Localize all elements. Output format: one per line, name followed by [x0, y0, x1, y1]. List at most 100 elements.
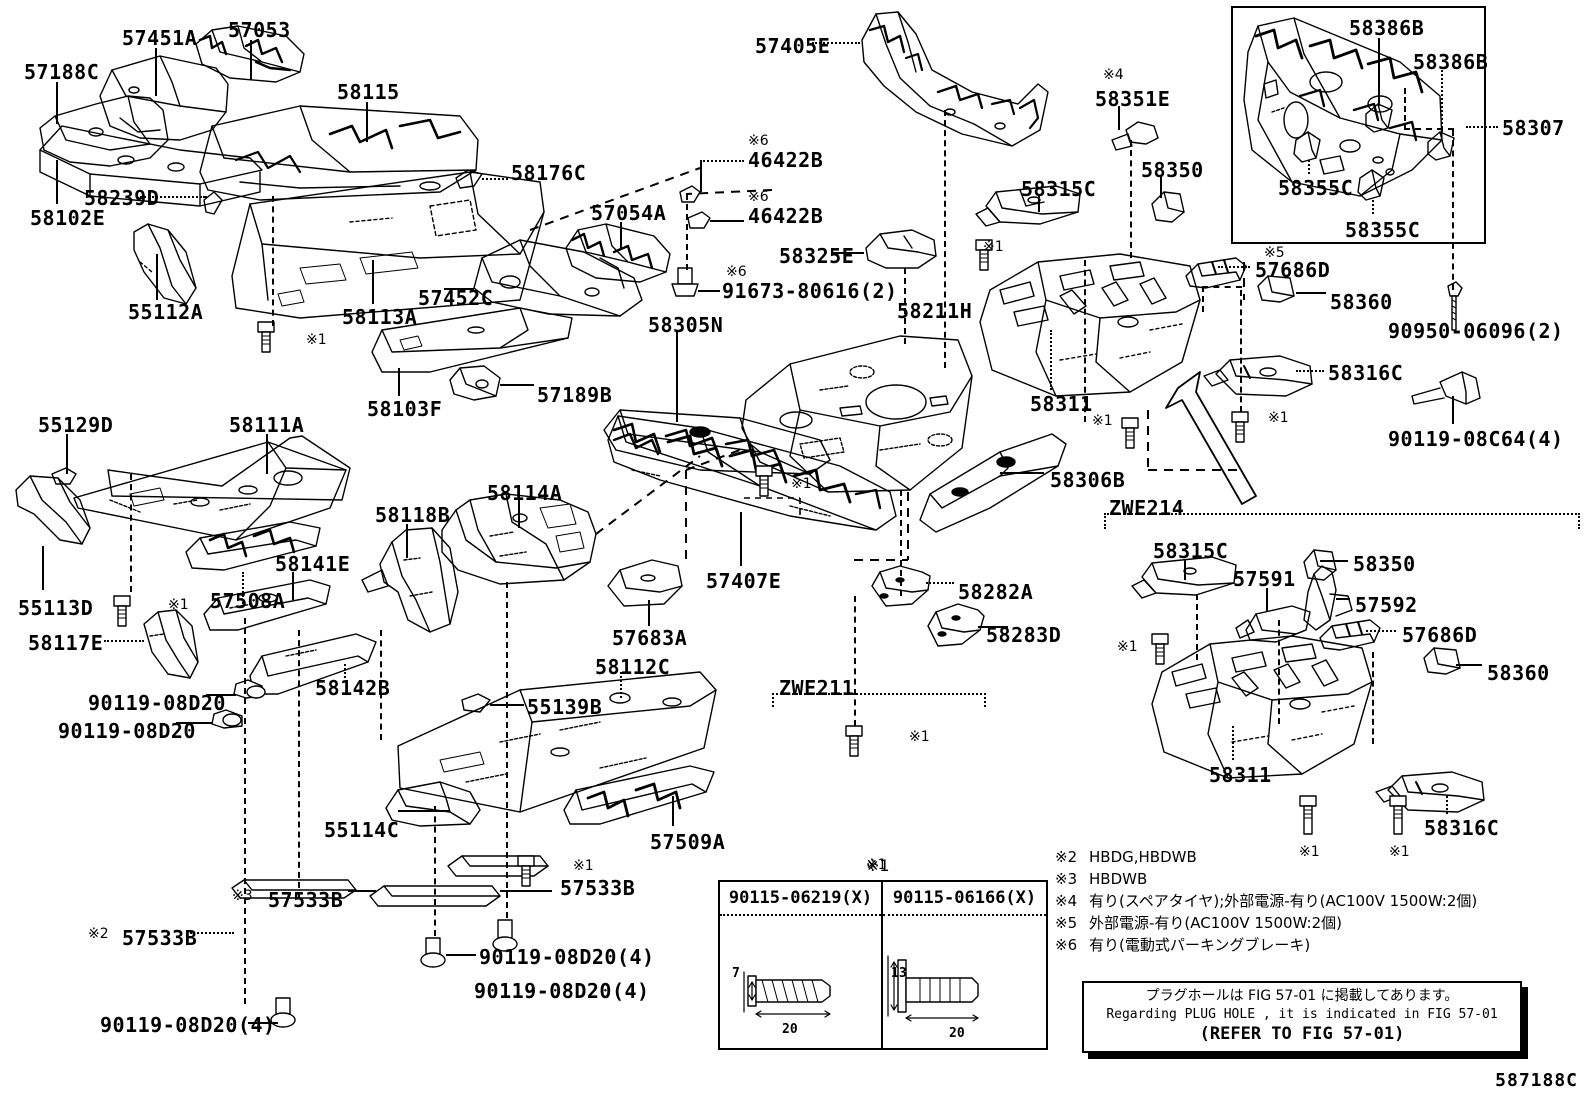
- part-callout-57188c[interactable]: 57188C: [24, 60, 100, 84]
- part-callout-58239d[interactable]: 58239D: [84, 186, 160, 210]
- part-callout-57683a[interactable]: 57683A: [612, 626, 688, 650]
- leader: [1378, 38, 1380, 106]
- note-reference-mark: ※6: [726, 264, 747, 280]
- refbox-line-en: Regarding PLUG HOLE , it is indicated in…: [1106, 1007, 1498, 1022]
- bolt-91673-80616: [672, 268, 698, 296]
- part-callout-57533b[interactable]: 57533B: [560, 876, 636, 900]
- part-callout-58305n[interactable]: 58305N: [648, 313, 724, 337]
- leader: [812, 42, 860, 44]
- leader: [406, 524, 408, 558]
- part-callout-91673-80616-2-[interactable]: 91673-80616(2): [722, 279, 898, 303]
- part-callout-57407e[interactable]: 57407E: [706, 569, 782, 593]
- part-callout-58114a[interactable]: 58114A: [487, 481, 563, 505]
- part-callout-58306b[interactable]: 58306B: [1050, 468, 1126, 492]
- part-callout-58315c[interactable]: 58315C: [1153, 539, 1229, 563]
- part-callout-58283d[interactable]: 58283D: [986, 623, 1062, 647]
- part-callout-57508a[interactable]: 57508A: [210, 589, 286, 613]
- assembly-line: [1372, 652, 1374, 744]
- leader: [366, 102, 368, 142]
- part-callout-58316c[interactable]: 58316C: [1328, 361, 1404, 385]
- part-callout-58351e[interactable]: 58351E: [1095, 87, 1171, 111]
- note-reference-mark: ※1: [1117, 639, 1138, 655]
- part-callout-57405e[interactable]: 57405E: [755, 34, 831, 58]
- part-callout-57686d[interactable]: 57686D: [1255, 258, 1331, 282]
- part-callout-58325e[interactable]: 58325E: [779, 244, 855, 268]
- part-callout-58350[interactable]: 58350: [1141, 158, 1204, 182]
- part-callout-58386b[interactable]: 58386B: [1413, 50, 1489, 74]
- part-57405e: [862, 12, 1048, 146]
- part-callout-57189b[interactable]: 57189B: [537, 383, 613, 407]
- part-callout-90119-08d20[interactable]: 90119-08D20: [58, 719, 196, 743]
- assembly-line: [944, 110, 946, 368]
- part-callout-46422b[interactable]: 46422B: [748, 204, 824, 228]
- part-callout-55112a[interactable]: 55112A: [128, 300, 204, 324]
- part-callout-46422b[interactable]: 46422B: [748, 148, 824, 172]
- part-callout-57591[interactable]: 57591: [1233, 567, 1296, 591]
- part-46422b-2: [688, 212, 710, 228]
- part-callout-58142b[interactable]: 58142B: [315, 676, 391, 700]
- part-callout-58141e[interactable]: 58141E: [275, 552, 351, 576]
- part-callout-58360[interactable]: 58360: [1487, 661, 1550, 685]
- note-reference-mark: ※6: [748, 133, 769, 149]
- part-callout-58282a[interactable]: 58282A: [958, 580, 1034, 604]
- part-callout-57452c[interactable]: 57452C: [418, 286, 494, 310]
- note-reference-mark: ※1: [1299, 844, 1320, 860]
- part-callout-58211h[interactable]: 58211H: [897, 299, 973, 323]
- assembly-line: [900, 490, 902, 596]
- note-mark: ※6: [1055, 936, 1078, 954]
- part-callout-55129d[interactable]: 55129D: [38, 413, 114, 437]
- part-callout-57054a[interactable]: 57054A: [591, 201, 667, 225]
- part-callout-90950-06096-2-[interactable]: 90950-06096(2): [1388, 319, 1564, 343]
- part-callout-zwe214[interactable]: ZWE214: [1109, 496, 1185, 520]
- part-callout-58315c[interactable]: 58315C: [1021, 177, 1097, 201]
- assembly-line: [1130, 140, 1132, 258]
- part-callout-58115[interactable]: 58115: [337, 80, 400, 104]
- bolt-spec-screw-right: [898, 960, 978, 1012]
- assembly-line: [686, 194, 688, 270]
- part-callout-58350[interactable]: 58350: [1353, 552, 1416, 576]
- part-callout-57533b[interactable]: 57533B: [268, 888, 344, 912]
- part-callout-57592[interactable]: 57592: [1355, 593, 1418, 617]
- note-mark: ※2: [1055, 848, 1078, 866]
- part-callout-58386b[interactable]: 58386B: [1349, 16, 1425, 40]
- part-callout-58102e[interactable]: 58102E: [30, 206, 106, 230]
- part-callout-58355c[interactable]: 58355C: [1278, 176, 1354, 200]
- part-callout-zwe211[interactable]: ZWE211: [779, 676, 855, 700]
- bolt-glyph: [976, 240, 992, 270]
- part-callout-58307[interactable]: 58307: [1502, 116, 1565, 140]
- part-callout-57686d[interactable]: 57686D: [1402, 623, 1478, 647]
- part-callout-58117e[interactable]: 58117E: [28, 631, 104, 655]
- part-callout-90119-08c64-4-[interactable]: 90119-08C64(4): [1388, 427, 1564, 451]
- note-reference-mark: ※1: [168, 597, 189, 613]
- assembly-line: [1196, 594, 1198, 660]
- part-callout-58360[interactable]: 58360: [1330, 290, 1393, 314]
- assembly-line: [1452, 130, 1454, 290]
- part-callout-58118b[interactable]: 58118B: [375, 503, 451, 527]
- part-callout-55139b[interactable]: 55139B: [527, 695, 603, 719]
- part-callout-90119-08d20-4-[interactable]: 90119-08D20(4): [100, 1013, 276, 1037]
- part-callout-58111a[interactable]: 58111A: [229, 413, 305, 437]
- part-callout-57533b[interactable]: 57533B: [122, 926, 198, 950]
- part-58118b: [362, 528, 458, 632]
- part-callout-58311[interactable]: 58311: [1030, 392, 1093, 416]
- part-callout-58103f[interactable]: 58103F: [367, 397, 443, 421]
- leader: [1366, 630, 1396, 632]
- part-callout-58176c[interactable]: 58176C: [511, 161, 587, 185]
- part-callout-55114c[interactable]: 55114C: [324, 818, 400, 842]
- part-callout-90119-08d20-4-[interactable]: 90119-08D20(4): [474, 979, 650, 1003]
- part-callout-57451a[interactable]: 57451A: [122, 26, 198, 50]
- assembly-line: [1404, 88, 1406, 130]
- part-callout-57509a[interactable]: 57509A: [650, 830, 726, 854]
- part-callout-58355c[interactable]: 58355C: [1345, 218, 1421, 242]
- part-callout-90119-08d20[interactable]: 90119-08D20: [88, 691, 226, 715]
- bolt-glyph: [114, 596, 130, 626]
- part-58350-lower: [1304, 550, 1336, 580]
- part-callout-58316c[interactable]: 58316C: [1424, 816, 1500, 840]
- part-callout-58113a[interactable]: 58113A: [342, 305, 418, 329]
- part-callout-90119-08d20-4-[interactable]: 90119-08D20(4): [479, 945, 655, 969]
- part-callout-55113d[interactable]: 55113D: [18, 596, 94, 620]
- part-callout-57053[interactable]: 57053: [228, 18, 291, 42]
- part-callout-58112c[interactable]: 58112C: [595, 655, 671, 679]
- part-callout-58311[interactable]: 58311: [1209, 763, 1272, 787]
